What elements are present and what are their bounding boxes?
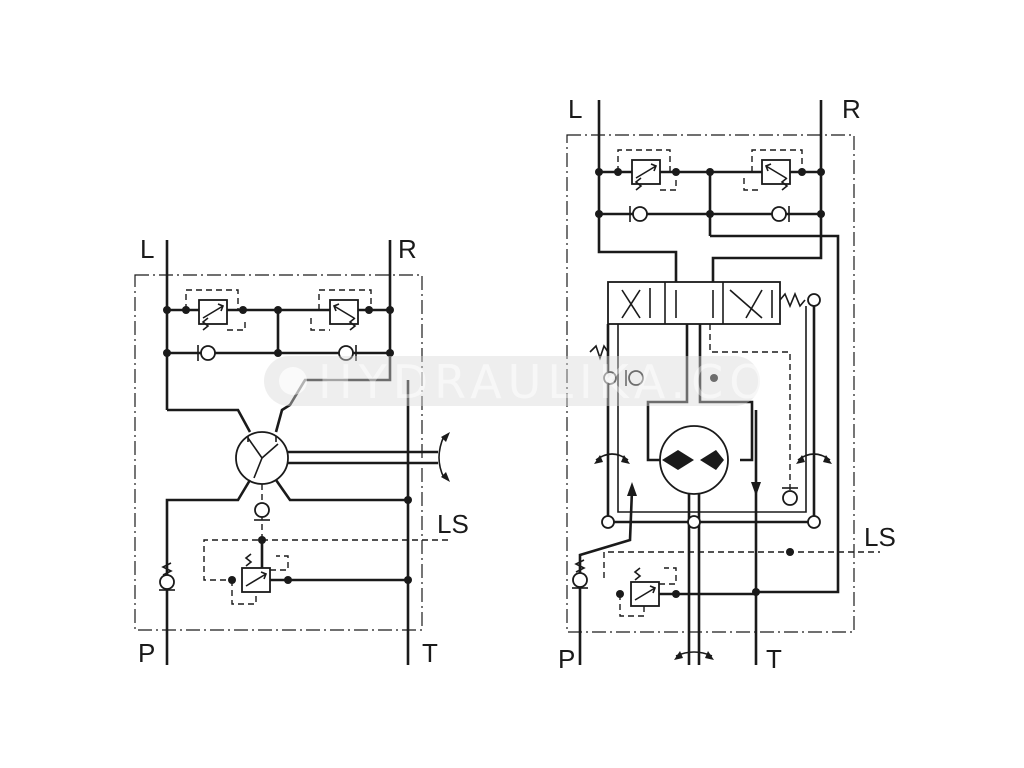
right-l-line — [597, 100, 678, 282]
right-ls-check-valve — [782, 487, 798, 506]
right-t-arrow-icon — [751, 482, 761, 496]
right-prio-dot-1 — [616, 590, 624, 598]
left-p-line — [165, 479, 252, 665]
left-t-junction — [404, 496, 412, 504]
left-rotary-valve — [235, 431, 289, 485]
right-label-l: L — [568, 94, 582, 124]
left-circuit: L R LS P T — [134, 234, 469, 668]
right-node-3 — [807, 515, 821, 529]
right-r-line — [711, 100, 823, 282]
right-circuit: L R LS P T — [558, 94, 896, 674]
left-l-to-valve — [167, 408, 252, 433]
right-label-r: R — [842, 94, 861, 124]
right-ls-junction — [786, 548, 794, 556]
right-check-valve-1 — [629, 206, 648, 222]
left-relief-valve-2 — [310, 289, 372, 331]
right-check-valve-2 — [771, 206, 790, 222]
watermark-logo-icon — [279, 367, 307, 395]
left-prio-dot-1 — [228, 576, 236, 584]
right-priority-valve — [619, 567, 677, 617]
right-junctions — [595, 168, 825, 218]
right-label-ls: LS — [864, 522, 896, 552]
left-ls-dash — [203, 484, 263, 581]
left-junctions — [163, 306, 394, 357]
left-label-t: T — [422, 638, 438, 668]
right-node-1 — [603, 371, 617, 385]
right-tank-return — [710, 234, 840, 594]
right-label-p: P — [558, 644, 575, 674]
left-check-valve-1 — [197, 345, 216, 361]
watermark: HYDRAULIKA.CO — [264, 355, 772, 409]
right-rotation-arrow-left-icon — [594, 453, 630, 464]
right-directional-valve — [607, 281, 821, 325]
right-spring-icon — [589, 344, 609, 361]
right-ls-signal-upper — [709, 324, 791, 490]
right-p-arrow-icon — [627, 482, 637, 496]
right-feedback-loop — [606, 306, 816, 524]
right-feedback-inner — [617, 306, 807, 513]
right-p-check-valve — [572, 559, 588, 589]
right-motor-in — [646, 324, 689, 462]
left-check-valve-2 — [338, 345, 357, 361]
right-relief-valve-2 — [743, 149, 803, 191]
left-label-l: L — [140, 234, 154, 264]
left-p-check-valve — [159, 562, 175, 591]
right-unit-boundary — [566, 134, 855, 633]
left-prio-dot-3 — [404, 576, 412, 584]
right-metering-motor — [659, 425, 729, 495]
left-relief-valve-1 — [185, 289, 246, 331]
left-label-p: P — [138, 638, 155, 668]
right-ls-signal — [603, 551, 880, 578]
right-p-line — [578, 489, 634, 665]
right-mid-dot — [710, 374, 718, 382]
left-ls-check-valve — [254, 502, 270, 521]
right-prio-dot-2 — [672, 590, 680, 598]
right-label-t: T — [766, 644, 782, 674]
left-label-ls: LS — [437, 509, 469, 539]
left-t-line — [274, 479, 410, 665]
right-rotation-arrow-right-icon — [796, 453, 832, 464]
left-rotation-arrow-icon — [438, 432, 450, 482]
right-motor-out — [698, 324, 754, 462]
left-label-r: R — [398, 234, 417, 264]
watermark-text: HYDRAULIKA.CO — [318, 355, 772, 409]
watermark-band — [264, 356, 760, 406]
right-relief-valve-1 — [617, 149, 677, 191]
right-node-2 — [601, 515, 615, 529]
right-shaft-rotation-arrow-icon — [674, 651, 714, 660]
right-node-4 — [687, 515, 701, 529]
left-prio-dot-2 — [284, 576, 292, 584]
right-mid-check-valve — [625, 370, 644, 386]
